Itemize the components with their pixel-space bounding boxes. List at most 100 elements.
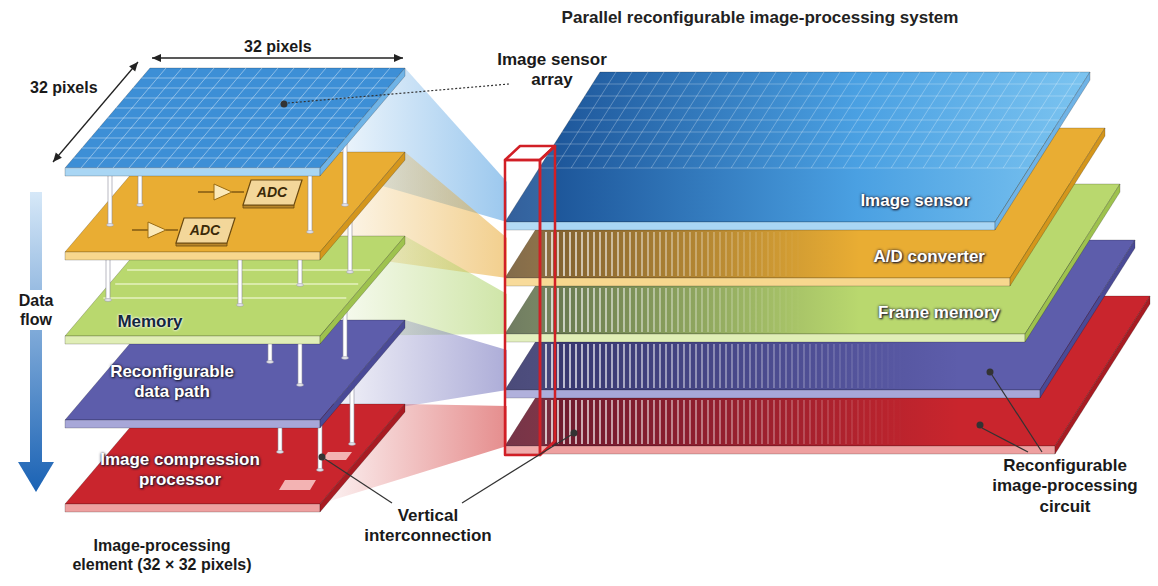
memory-cell-row [127, 269, 370, 270]
vertical-interconnect [599, 400, 601, 444]
vertical-interconnect [899, 400, 901, 444]
interconnect-pad [347, 271, 354, 274]
pixel-grid [225, 68, 310, 168]
pixel-grid [859, 72, 920, 168]
pixel-grid [619, 72, 680, 168]
interconnect-shadow [505, 230, 1040, 278]
vertical-interconnect [647, 344, 649, 388]
interconnect-pad [277, 451, 284, 454]
layer-shape [65, 236, 405, 344]
vertical-interconnect [557, 288, 559, 332]
vertical-interconnect [653, 344, 655, 388]
vertical-interconnect [701, 344, 703, 388]
vertical-interconnect [605, 288, 607, 332]
vertical-interconnect [779, 344, 781, 388]
pixel-grid [683, 72, 744, 168]
layer-label: Frame memory [878, 303, 1000, 323]
vertical-interconnect [611, 288, 613, 332]
vertical-interconnect [749, 400, 751, 444]
vertical-interconnect [731, 344, 733, 388]
box-face [176, 218, 235, 243]
vertical-interconnect [587, 288, 589, 332]
leader-dot [987, 369, 994, 376]
interconnect-pad [297, 384, 304, 387]
interconnect-shadow [505, 398, 1085, 446]
vertical-interconnect [138, 173, 142, 205]
pixel-grid [827, 72, 888, 168]
layer-label: A/D converter [874, 247, 985, 267]
pixel-grid [891, 72, 952, 168]
pixel-grid [257, 68, 342, 168]
vertical-interconnect [725, 288, 727, 332]
pixel-grid [161, 68, 246, 168]
vertical-interconnect [797, 232, 799, 276]
pixel-grid [193, 68, 278, 168]
vertical-interconnect [719, 344, 721, 388]
vertical-interconnect [348, 222, 352, 272]
vertical-interconnect [833, 400, 835, 444]
vertical-interconnect [749, 288, 751, 332]
vertical-interconnect [761, 400, 763, 444]
layer-label: Memory [117, 312, 182, 332]
pixel-grid [843, 72, 904, 168]
vertical-interconnect [575, 232, 577, 276]
callout-label: Vertical interconnection [364, 506, 492, 547]
vertical-interconnect [887, 344, 889, 388]
callout-label: Reconfigurable image-processing circuit [986, 456, 1144, 517]
vertical-interconnect [785, 400, 787, 444]
vertical-interconnect [749, 344, 751, 388]
vertical-interconnect [749, 232, 751, 276]
plate-edge [65, 252, 320, 260]
dimension-arrowhead [129, 62, 138, 72]
plate-top [505, 72, 1090, 222]
vertical-interconnect [791, 344, 793, 388]
vertical-interconnect [298, 257, 302, 285]
vertical-interconnect [695, 232, 697, 276]
layer-plate: Reconfigurable data path [65, 320, 405, 428]
vertical-interconnect [641, 344, 643, 388]
pixel-grid [731, 72, 792, 168]
vertical-interconnect [713, 232, 715, 276]
vertical-interconnect [803, 400, 805, 444]
vertical-interconnect [869, 400, 871, 444]
circuit-block [279, 480, 316, 490]
vertical-interconnect [827, 344, 829, 388]
vertical-interconnect [569, 232, 571, 276]
vertical-interconnect [707, 232, 709, 276]
vertical-interconnect [677, 288, 679, 332]
pixel-grid [907, 72, 968, 168]
vertical-interconnect [773, 400, 775, 444]
vertical-interconnect [665, 344, 667, 388]
leader-dot [281, 101, 288, 108]
box-face [243, 180, 302, 205]
plate-edge [320, 404, 405, 512]
layer-shape [505, 128, 1105, 286]
vertical-interconnect [767, 344, 769, 388]
pixel-grid [651, 72, 712, 168]
vertical-interconnect [671, 400, 673, 444]
vertical-interconnect [611, 400, 613, 444]
vertical-interconnect [695, 288, 697, 332]
vertical-interconnect [599, 232, 601, 276]
vertical-interconnect [629, 288, 631, 332]
vertical-interconnect [551, 232, 553, 276]
circuit-block [322, 452, 352, 460]
vertical-interconnect [779, 400, 781, 444]
layer-plate: Image compression processor [65, 404, 405, 512]
vertical-interconnect [875, 400, 877, 444]
vertical-interconnect [773, 288, 775, 332]
pixel-grid [987, 72, 1048, 168]
vertical-interconnect [539, 232, 541, 276]
vertical-interconnect [755, 400, 757, 444]
vertical-interconnect [587, 232, 589, 276]
flow-arrowhead [18, 462, 54, 492]
vertical-interconnect [791, 232, 793, 276]
vertical-interconnect [737, 288, 739, 332]
layer-plate: Memory [65, 236, 405, 344]
callout-label: Image sensor array [492, 50, 612, 91]
vertical-interconnect [587, 344, 589, 388]
vertical-interconnect [623, 232, 625, 276]
vertical-interconnect [839, 344, 841, 388]
pixel-grid [747, 72, 808, 168]
